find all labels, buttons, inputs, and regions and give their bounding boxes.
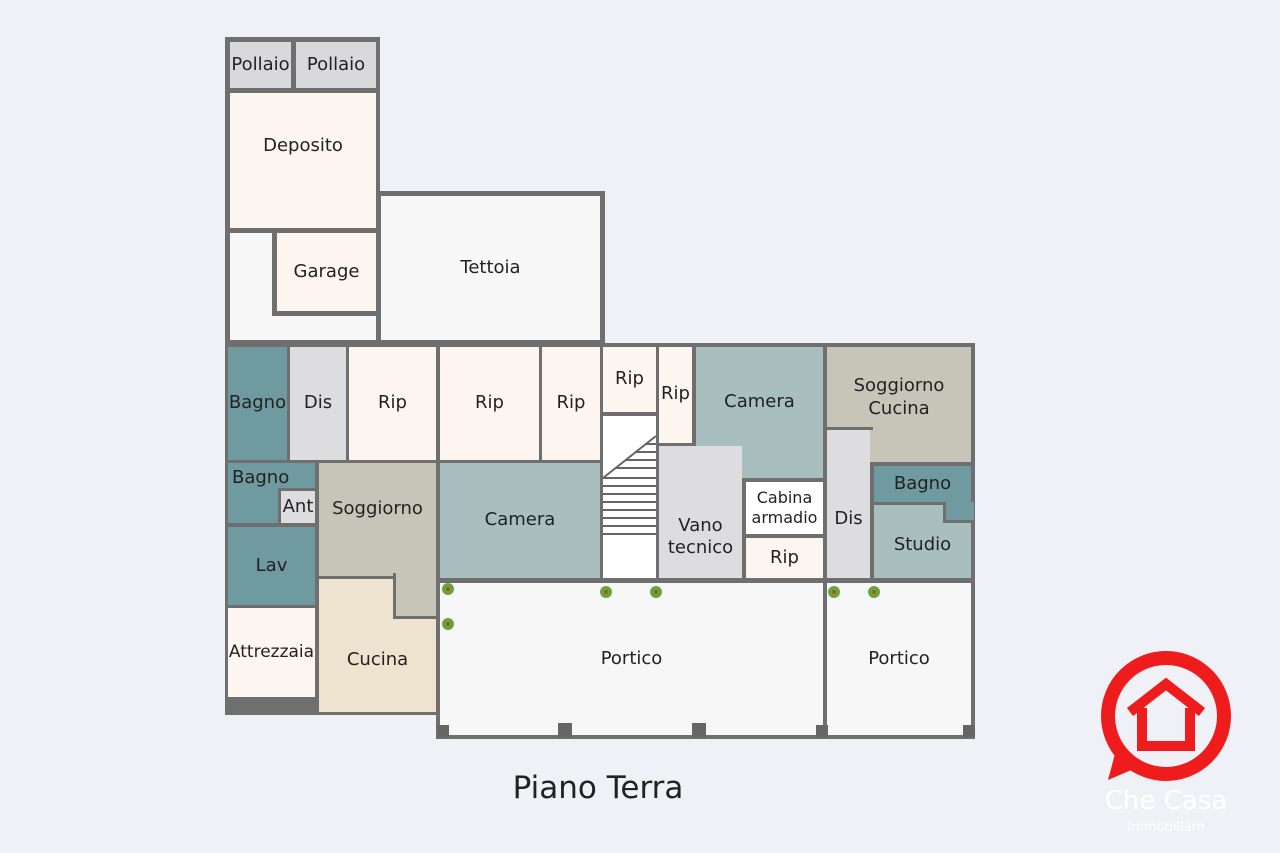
room-label: Vano tecnico <box>667 514 734 559</box>
room-label: Soggiorno Cucina <box>853 375 945 419</box>
room-tettoia: Tettoia <box>381 196 600 340</box>
room-portico: Portico <box>440 583 823 735</box>
plant-icon <box>442 618 454 630</box>
room-rip: Rip <box>659 347 692 443</box>
room-rip: Rip <box>603 347 656 412</box>
room-label: Bagno <box>893 472 952 494</box>
room-bagno: Bagno <box>228 347 287 460</box>
room-dis: Dis <box>290 347 346 460</box>
staircase <box>603 416 656 578</box>
room-vano-tecnico: Vano tecnico <box>659 446 742 578</box>
room-label: Cabina armadio <box>751 488 818 527</box>
room-label: Bagno <box>228 392 287 414</box>
room-label: Camera <box>724 391 795 412</box>
room-pollaio: Pollaio <box>296 42 376 88</box>
room-soggiorno: Soggiorno <box>319 463 436 576</box>
pillar <box>816 725 828 737</box>
room-rip: Rip <box>746 538 823 578</box>
plant-icon <box>828 586 840 598</box>
room-label: Portico <box>600 647 663 669</box>
pillar <box>963 725 975 737</box>
room-rip: Rip <box>440 347 539 460</box>
plant-icon <box>600 586 612 598</box>
room-label: Rip <box>556 392 586 414</box>
room-label: Bagno <box>232 467 290 488</box>
room-portico: Portico <box>827 583 971 735</box>
room-garage: Garage <box>277 233 376 311</box>
soggiorno-notch <box>393 573 436 619</box>
logo-name: Che Casa <box>1104 786 1228 816</box>
room-rip: Rip <box>349 347 436 460</box>
room-rip: Rip <box>542 347 600 460</box>
room-label: Dis <box>303 392 333 414</box>
plant-icon <box>650 586 662 598</box>
room-camera: Camera <box>440 463 600 578</box>
wall <box>272 311 380 316</box>
room-label: Deposito <box>263 135 343 156</box>
room-label: Dis <box>834 507 863 529</box>
room-label: Portico <box>868 647 930 669</box>
wall <box>272 233 277 316</box>
room-label: Cucina <box>346 649 409 671</box>
room-label: Pollaio <box>231 53 290 75</box>
logo-subtitle: Immobiliare <box>1127 820 1205 835</box>
room-label: Rip <box>661 383 690 404</box>
room-label: Rip <box>770 546 799 568</box>
floor-title: Piano Terra <box>512 770 684 806</box>
pillar <box>558 723 572 737</box>
pillar <box>692 723 706 737</box>
pillar <box>437 725 449 737</box>
room-label: Pollaio <box>306 53 366 75</box>
room-ant: Ant <box>278 488 315 523</box>
room-bagno: Bagno <box>874 466 971 502</box>
house-chat-icon <box>1101 651 1231 781</box>
room-label: Lav <box>255 554 288 576</box>
room-label: Camera <box>484 509 556 531</box>
room-label: Rip <box>475 392 504 414</box>
room-cucina: Cucina <box>319 579 436 712</box>
room-dis: Dis <box>827 430 870 578</box>
room-deposito: Deposito <box>230 93 376 228</box>
brand-logo: Che Casa Immobiliare <box>1096 650 1236 840</box>
room-label: Rip <box>378 392 407 414</box>
room-label: Attrezzaia <box>228 641 315 662</box>
room-cabina-armadio: Cabina armadio <box>746 482 823 534</box>
bagno-extension <box>943 502 974 523</box>
room-pollaio: Pollaio <box>230 42 291 88</box>
room-label: Tettoia <box>460 256 521 278</box>
room-label: Ant <box>282 495 314 517</box>
room-label: Garage <box>293 260 360 282</box>
plant-icon <box>868 586 880 598</box>
room-lav: Lav <box>228 527 315 605</box>
room-label: Studio <box>893 534 952 556</box>
room-label: Soggiorno <box>332 498 423 520</box>
room-attrezzaia: Attrezzaia <box>228 608 315 697</box>
plant-icon <box>442 583 454 595</box>
room-label: Rip <box>615 368 644 390</box>
wall <box>825 427 873 430</box>
